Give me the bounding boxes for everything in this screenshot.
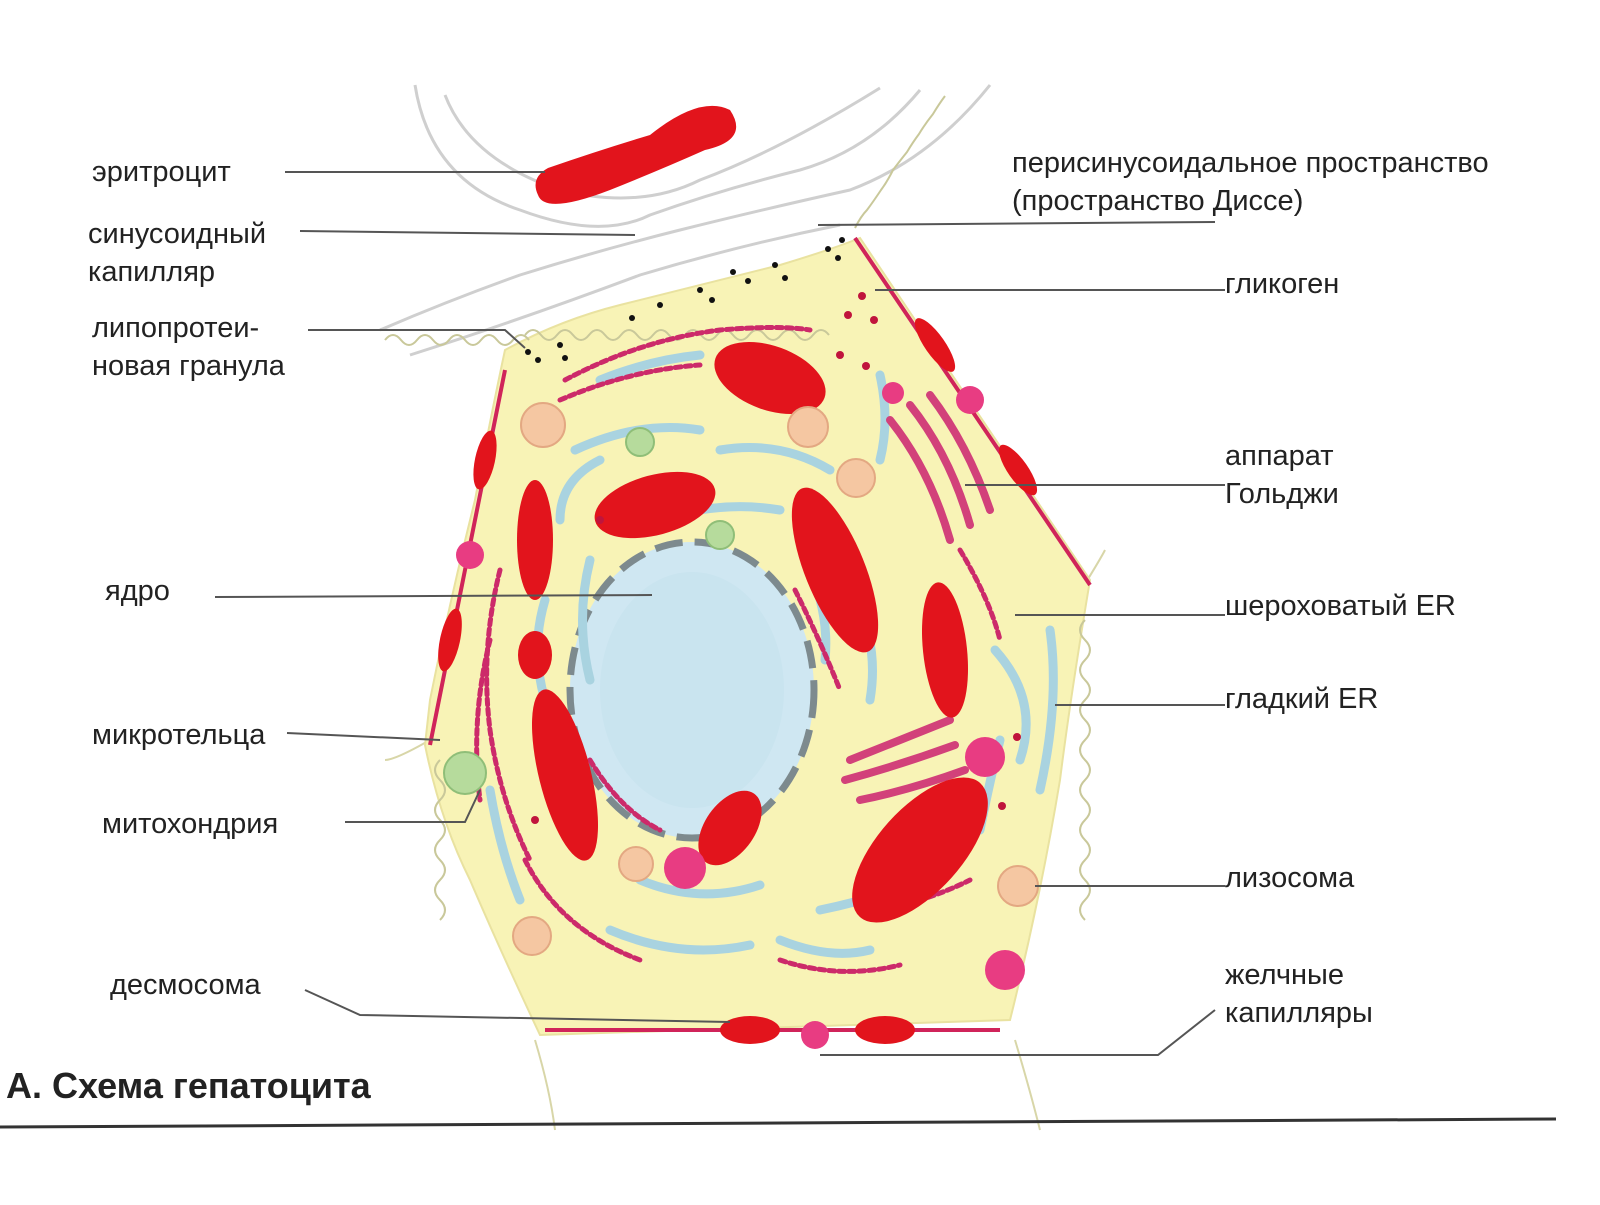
label-rough-er: шероховатый ER: [1225, 590, 1456, 622]
glycogen-granules: [531, 292, 1021, 824]
label-mitochondrion: митохондрия: [102, 808, 278, 840]
label-desmosome: десмосома: [110, 969, 262, 1001]
label-disse-line1: перисинусоидальное пространство: [1012, 147, 1489, 179]
label-disse-line2: (пространство Диссе): [1012, 185, 1303, 217]
mitochondria: [517, 341, 988, 923]
sinusoid-capillary: [379, 84, 992, 357]
bile-canaliculi: [456, 386, 984, 1049]
label-erythrocyte: эритроцит: [92, 156, 231, 188]
label-bile-line2: капилляры: [1225, 997, 1373, 1029]
lysosomes: [512, 402, 1039, 956]
erythrocyte-shape: [535, 105, 737, 204]
label-nucleus: ядро: [105, 575, 170, 607]
golgi-apparatus: [841, 391, 994, 804]
label-lipoprotein-line1: липопротеи-: [92, 312, 259, 344]
label-sinusoid-line1: синусоидный: [88, 218, 266, 250]
label-smooth-er: гладкий ER: [1225, 683, 1378, 715]
label-golgi-line1: аппарат: [1225, 440, 1334, 472]
microbodies: [443, 427, 735, 795]
label-sinusoid-line2: капилляр: [88, 256, 215, 288]
nucleus: [566, 538, 818, 842]
lipoprotein-granules: [525, 237, 845, 363]
label-lipoprotein-line2: новая гранула: [92, 350, 286, 382]
leader-lines: [214, 171, 1225, 1056]
label-bile-line1: желчные: [1225, 959, 1344, 991]
pink-vesicles: [664, 382, 1025, 990]
desmosome-structures: [438, 318, 1038, 1044]
figure-caption: А. Схема гепатоцита: [6, 1065, 372, 1106]
label-microbody: микротельца: [92, 719, 266, 751]
label-glycogen: гликоген: [1225, 268, 1339, 300]
label-golgi-line2: Гольджи: [1225, 478, 1339, 510]
bottom-separator: [0, 1117, 1557, 1129]
label-lysosome: лизосома: [1225, 862, 1355, 894]
